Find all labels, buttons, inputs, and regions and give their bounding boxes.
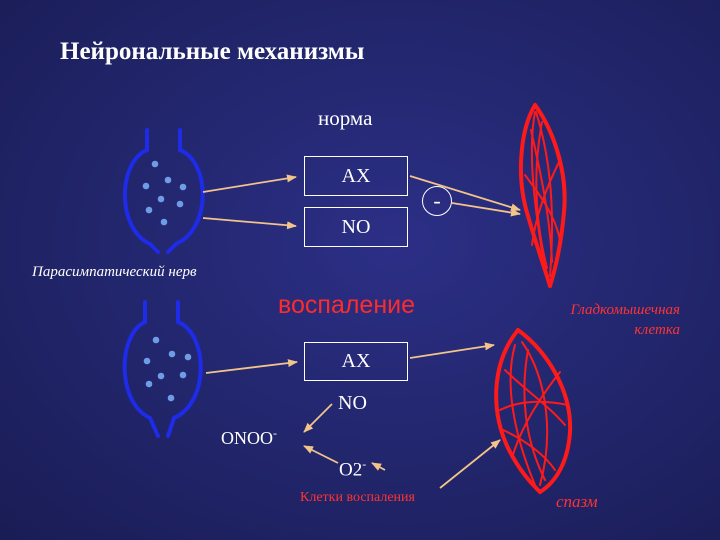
label-norma: норма — [318, 106, 373, 130]
o2-label: O2- — [339, 457, 366, 481]
no-top-label: NO — [341, 215, 371, 238]
arrow-inflam-cells-to-muscle — [439, 439, 501, 489]
arrow-no-to-onoo — [303, 403, 333, 433]
nerve-terminal-bottom — [122, 300, 203, 438]
smooth-muscle-cell-label: Гладкомышечная клетка — [570, 302, 680, 339]
ax-box-bottom: AX — [304, 342, 408, 381]
ax-bottom-label: AX — [341, 350, 371, 372]
spasm-label: спазм — [556, 492, 598, 511]
minus-sign: - — [422, 186, 452, 216]
muscle-cell-normal — [519, 103, 567, 288]
inflammation-label: воспаление — [278, 291, 416, 319]
o2-text: O2 — [339, 459, 363, 481]
ax-top-label: AX — [341, 164, 371, 187]
vesicles-top — [142, 160, 187, 226]
onoo-label: ONOO- — [221, 426, 277, 449]
nerve-terminal-top — [122, 128, 205, 254]
onoo-text: ONOO — [221, 428, 273, 448]
arrow-no-to-muscle — [451, 202, 521, 217]
onoo-charge: - — [273, 426, 277, 440]
arrows — [202, 174, 521, 489]
no-bottom-label: NO — [338, 392, 367, 414]
inflammatory-cells-label: Клетки воспаления — [300, 490, 415, 505]
arrow-nerve-to-ax-bottom — [205, 359, 298, 374]
slide-title: Нейрональные механизмы — [60, 38, 365, 65]
minus-label: - — [433, 188, 441, 213]
arrow-o2-to-onoo — [303, 445, 339, 464]
arrow-ax-to-muscle — [409, 175, 521, 212]
vesicles-bottom — [143, 336, 192, 402]
arrow-inflam-cells-to-o2 — [371, 462, 386, 471]
arrow-nerve-to-ax — [202, 174, 297, 193]
no-box-top: NO — [304, 207, 408, 247]
nerve-label: Парасимпатический нерв — [32, 264, 197, 280]
ax-box-top: AX — [304, 156, 408, 196]
muscle-cell-spasm — [494, 328, 573, 494]
o2-charge: - — [362, 457, 367, 471]
arrow-nerve-to-no — [202, 217, 297, 230]
arrow-ax-bottom-to-muscle — [409, 342, 495, 359]
